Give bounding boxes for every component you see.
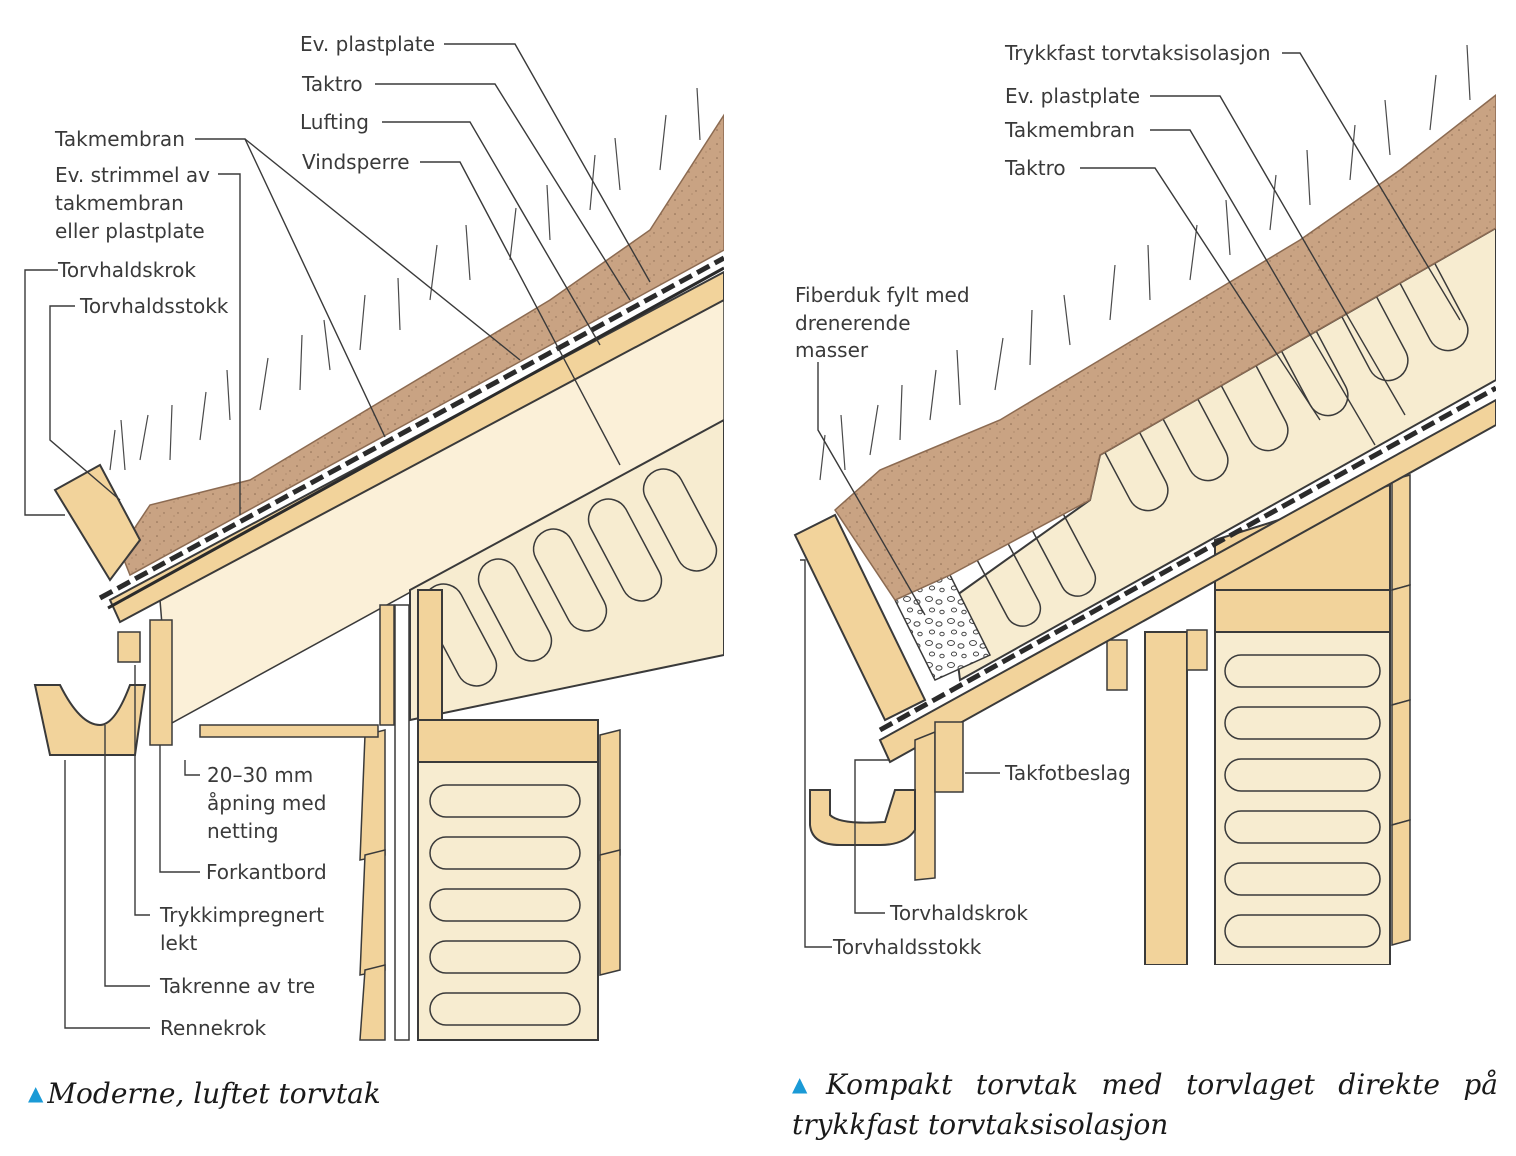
turf-log bbox=[53, 463, 142, 582]
right-roof-deck bbox=[878, 398, 1496, 764]
right-roof-diagram bbox=[793, 44, 1496, 965]
label-torvhaldsstokk-left: Torvhaldsstokk bbox=[79, 294, 229, 318]
label-takmembran-right: Takmembran bbox=[1004, 118, 1135, 142]
label-torvhaldskrok-left: Torvhaldskrok bbox=[57, 258, 196, 282]
right-wall-insulation-rolls bbox=[1224, 654, 1381, 948]
caption-left-text: Moderne, luftet torvtak bbox=[47, 1077, 381, 1110]
right-roof-membrane bbox=[878, 385, 1496, 733]
label-rennekrok: Rennekrok bbox=[160, 1016, 267, 1040]
label-vindsperre: Vindsperre bbox=[302, 150, 410, 174]
label-forkantbord: Forkantbord bbox=[206, 860, 327, 884]
label-trykkimpregnert-2: lekt bbox=[160, 931, 197, 955]
label-torvhaldskrok-right: Torvhaldskrok bbox=[889, 901, 1028, 925]
label-lufting: Lufting bbox=[300, 110, 369, 134]
roof-membrane bbox=[98, 255, 724, 601]
label-apning-2: åpning med bbox=[207, 791, 326, 815]
triangle-up-icon: ▲ bbox=[28, 1081, 44, 1105]
label-apning-1: 20–30 mm bbox=[207, 763, 313, 787]
label-torvhaldsstokk-right: Torvhaldsstokk bbox=[832, 935, 982, 959]
label-fiberduk-3: masser bbox=[795, 338, 869, 362]
right-wall-insulation bbox=[1214, 629, 1391, 965]
right-grass bbox=[819, 44, 1471, 481]
soffit-board bbox=[199, 724, 379, 738]
right-gutter bbox=[809, 789, 916, 846]
label-apning-3: netting bbox=[207, 819, 279, 843]
left-roof-diagram bbox=[24, 43, 724, 1041]
label-takmembran-left: Takmembran bbox=[54, 127, 185, 151]
stud bbox=[417, 589, 443, 721]
treated-batten bbox=[117, 631, 141, 663]
label-taktro-right: Taktro bbox=[1004, 156, 1066, 180]
label-takfotbeslag: Takfotbeslag bbox=[1004, 761, 1131, 785]
label-ev-plastplate-left: Ev. plastplate bbox=[300, 32, 435, 56]
right-fascia bbox=[914, 730, 936, 881]
right-batten bbox=[1186, 629, 1208, 671]
right-fascia-block bbox=[934, 721, 964, 793]
wooden-gutter bbox=[33, 684, 147, 756]
right-inner-stud bbox=[1144, 631, 1188, 965]
label-ev-plastplate-right: Ev. plastplate bbox=[1005, 84, 1140, 108]
right-turf-log bbox=[793, 513, 927, 722]
right-labels: Trykkfast torvtaksisolasjon Ev. plastpla… bbox=[795, 41, 1271, 959]
right-turf-layer bbox=[834, 94, 1496, 601]
label-trykkimpregnert-1: Trykkimpregnert bbox=[159, 903, 324, 927]
wall-post bbox=[379, 604, 395, 726]
right-cladding bbox=[1391, 474, 1411, 946]
turf-layer bbox=[119, 113, 724, 577]
caption-left: ▲Moderne, luftet torvtak bbox=[28, 1073, 448, 1114]
label-takrenne: Takrenne av tre bbox=[159, 974, 315, 998]
label-ev-strimmel-2: takmembran bbox=[55, 191, 184, 215]
right-soffit-batten bbox=[1106, 639, 1128, 691]
left-labels: Ev. plastplate Taktro Lufting Vindsperre… bbox=[54, 32, 435, 1040]
label-fiberduk-1: Fiberduk fylt med bbox=[795, 283, 970, 307]
wall-plate bbox=[417, 719, 599, 763]
wind-barrier-wall bbox=[394, 604, 410, 1041]
grass bbox=[109, 87, 701, 471]
left-leader-lines bbox=[24, 43, 651, 1029]
roof-membrane-lower bbox=[107, 266, 724, 610]
caption-right: ▲Kompakt torvtak med torvlaget direkte p… bbox=[792, 1064, 1498, 1145]
label-trykkfast: Trykkfast torvtaksisolasjon bbox=[1004, 41, 1271, 65]
label-taktro-left: Taktro bbox=[301, 72, 363, 96]
label-ev-strimmel-1: Ev. strimmel av bbox=[55, 163, 210, 187]
right-wall-plate bbox=[1214, 589, 1391, 633]
wall-insulation-rolls bbox=[429, 784, 581, 1026]
label-ev-strimmel-3: eller plastplate bbox=[55, 219, 205, 243]
right-leader-lines bbox=[800, 52, 1461, 948]
fascia-board bbox=[149, 619, 173, 746]
wall-insulation bbox=[417, 759, 599, 1041]
triangle-up-icon: ▲ bbox=[792, 1072, 822, 1096]
caption-right-text: Kompakt torvtak med torvlaget direkte på… bbox=[792, 1068, 1498, 1141]
label-fiberduk-2: drenerende bbox=[795, 311, 911, 335]
